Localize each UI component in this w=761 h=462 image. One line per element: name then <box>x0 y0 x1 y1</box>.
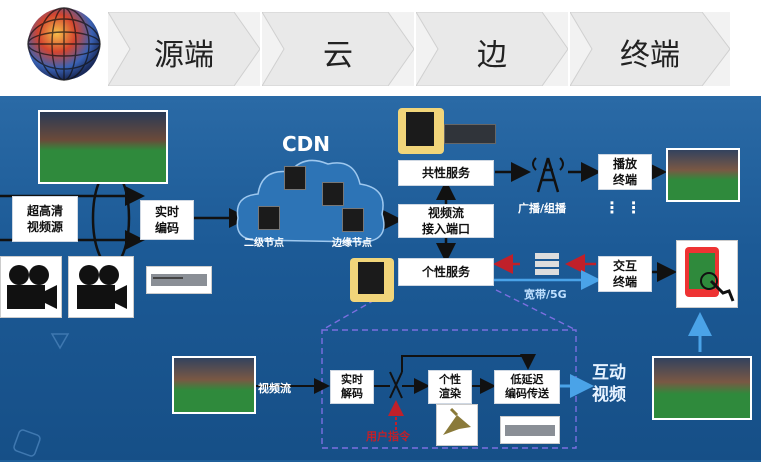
server-icon <box>258 206 280 230</box>
playback-terminal-box: 播放 终端 <box>598 154 652 190</box>
secondary-node-label: 二级节点 <box>244 238 284 249</box>
stage-source-label: 源端 <box>154 38 214 73</box>
broadcast-tower-icon <box>528 150 568 194</box>
video-stream-label: 视频流 <box>258 382 291 395</box>
server-icon <box>342 208 364 232</box>
interactive-video-label: 互动 视频 <box>592 363 626 405</box>
server-rack-icon <box>350 258 394 302</box>
realtime-encode-box: 实时 编码 <box>140 200 194 240</box>
stage-edge: 边 <box>416 12 568 86</box>
ellipsis-dots: ⋮ ⋮ <box>604 198 642 217</box>
personal-render-box: 个性 渲染 <box>428 370 472 404</box>
stage-source: 源端 <box>108 12 260 86</box>
tablet-touch-icon <box>676 240 738 308</box>
cdn-title: CDN <box>282 132 331 156</box>
render-figure-icon <box>436 404 478 446</box>
encoder-device-icon <box>146 266 212 294</box>
shared-service-box: 共性服务 <box>398 160 494 186</box>
uhd-source-box: 超高清 视频源 <box>12 196 78 242</box>
stage-cloud: 云 <box>262 12 414 86</box>
server-rack-icon <box>398 108 444 154</box>
stadium-image-pipeline <box>172 356 256 414</box>
server-icon <box>284 166 306 190</box>
camera-icon <box>0 256 62 318</box>
low-latency-box: 低延迟 编码传送 <box>494 370 560 404</box>
broadband-label: 宽带/5G <box>524 288 567 301</box>
network-server-icon <box>532 250 562 278</box>
decorative-outline-icon <box>50 330 70 350</box>
server-icon <box>322 182 344 206</box>
stage-terminal-label: 终端 <box>620 38 680 73</box>
rack-server-icon <box>444 124 496 144</box>
stage-terminal: 终端 <box>570 12 730 86</box>
realtime-decode-box: 实时 解码 <box>330 370 374 404</box>
broadcast-label: 广播/组播 <box>518 202 567 215</box>
globe-icon <box>24 4 104 84</box>
edge-node-label: 边缘节点 <box>332 238 372 249</box>
decorative-outline-icon <box>12 428 42 458</box>
stadium-image-source <box>38 110 168 184</box>
user-command-label: 用户指令 <box>366 430 410 443</box>
stadium-image-playback <box>666 148 740 202</box>
camera-icon <box>68 256 134 318</box>
personal-service-box: 个性服务 <box>398 258 494 286</box>
stage-edge-label: 边 <box>477 38 507 73</box>
encoder-device-icon <box>500 416 560 444</box>
stage-cloud-label: 云 <box>323 38 353 73</box>
access-port-box: 视频流 接入端口 <box>398 204 494 238</box>
stadium-image-interactive <box>652 356 752 420</box>
interactive-terminal-box: 交互 终端 <box>598 256 652 292</box>
